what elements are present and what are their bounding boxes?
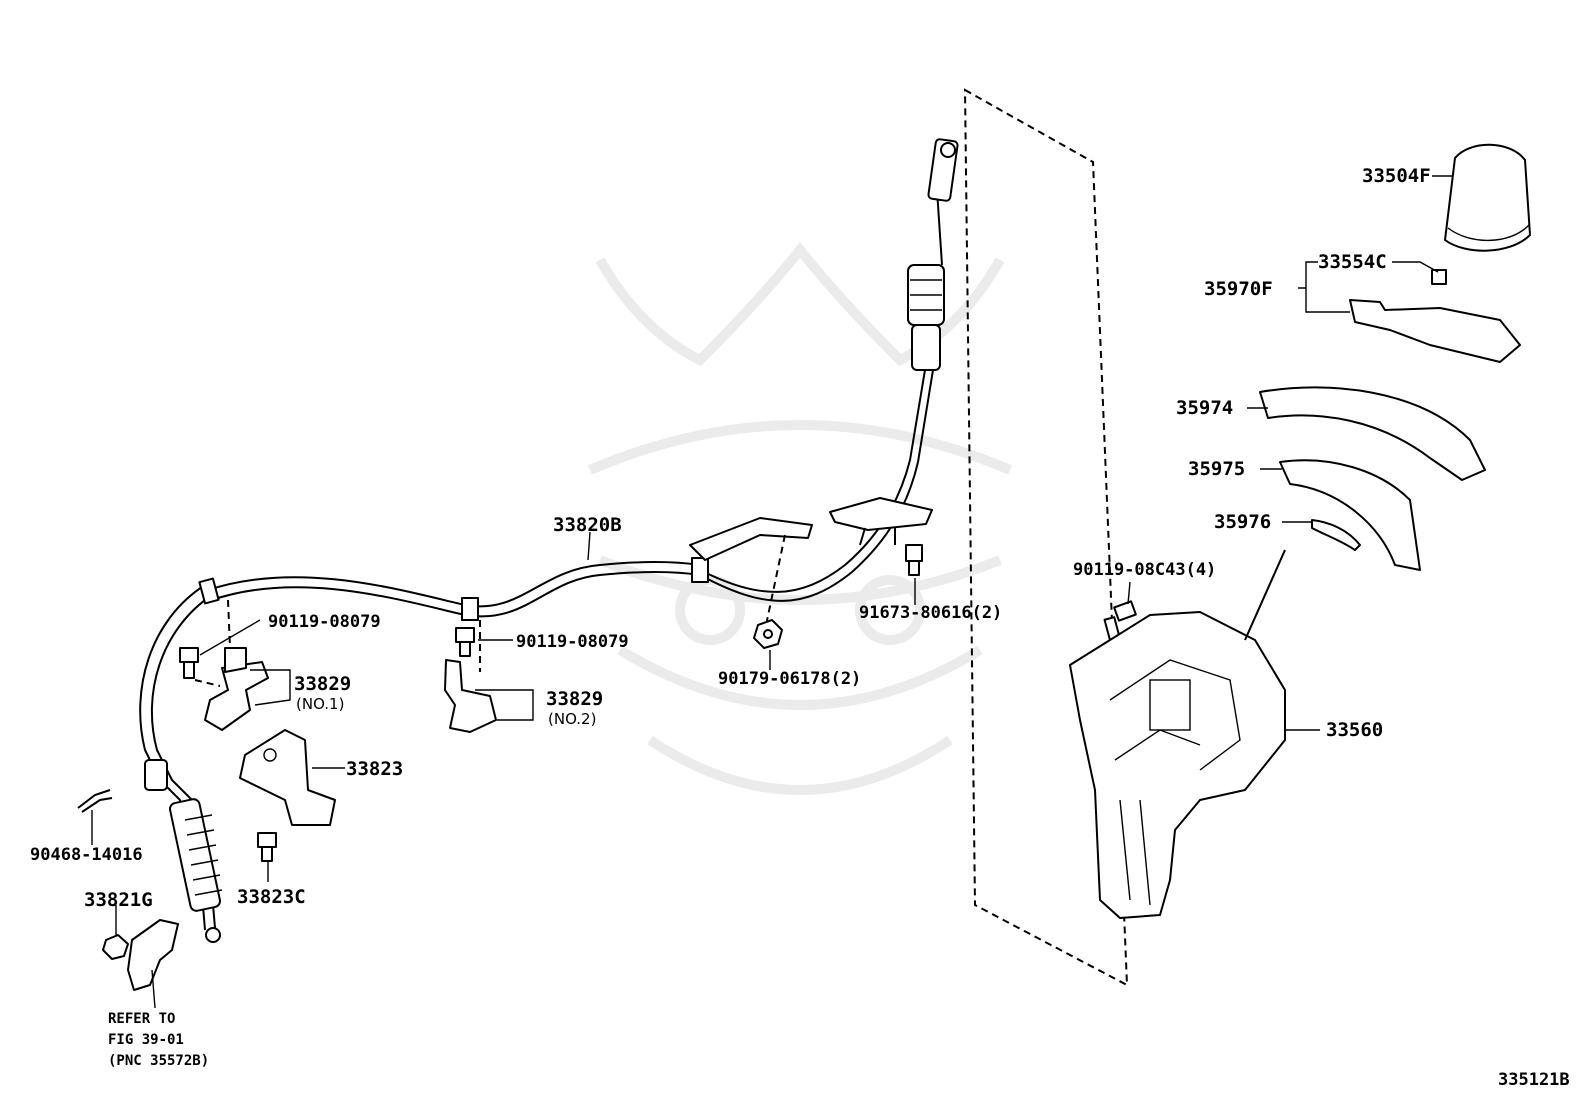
label-90119-08079-b: 90119-08079: [516, 632, 629, 652]
bolt-90119-08079-b[interactable]: [455, 627, 475, 657]
bolt-91673[interactable]: [905, 544, 923, 576]
cover-35976[interactable]: [1311, 519, 1361, 551]
switch-35970f[interactable]: [1349, 299, 1521, 363]
refer-line-3: (PNC 35572B): [108, 1053, 209, 1069]
lever-33821g[interactable]: [127, 919, 179, 991]
clip-90468[interactable]: [77, 789, 113, 813]
shift-knob-33504f[interactable]: [1444, 143, 1531, 252]
label-33829-no1: 33829: [294, 673, 351, 695]
label-33829-no2-sub: (NO.2): [548, 710, 596, 728]
cable-bracket-b[interactable]: [829, 497, 933, 531]
label-90119-08c43: 90119-08C43(4): [1073, 560, 1216, 580]
leader-dash-90179: [764, 534, 786, 631]
label-35976: 35976: [1214, 511, 1271, 533]
label-33504f: 33504F: [1362, 165, 1431, 187]
nut-90179[interactable]: [753, 619, 783, 649]
refer-line-1: REFER TO: [108, 1011, 175, 1027]
label-35974: 35974: [1176, 397, 1233, 419]
label-35970f: 35970F: [1204, 278, 1273, 300]
label-90179-06178: 90179-06178(2): [718, 669, 861, 689]
refer-line-2: FIG 39-01: [108, 1032, 184, 1048]
leader-lines: [91, 175, 1452, 1009]
label-33821g: 33821G: [84, 889, 153, 911]
label-33829-no2: 33829: [546, 688, 603, 710]
label-91673-80616: 91673-80616(2): [859, 603, 1002, 623]
label-90468-14016: 90468-14016: [30, 845, 143, 865]
cover-35975[interactable]: [1279, 459, 1421, 571]
bolt-90119-08079-a[interactable]: [179, 647, 199, 679]
label-33560: 33560: [1326, 719, 1383, 741]
watermark-logo: [588, 241, 1012, 795]
label-33554c: 33554C: [1318, 251, 1387, 273]
figure-id: 335121B: [1498, 1070, 1570, 1090]
label-35975: 35975: [1188, 458, 1245, 480]
bolt-33823c[interactable]: [257, 832, 277, 862]
label-33820b: 33820B: [553, 514, 622, 536]
label-33829-no1-sub: (NO.1): [296, 695, 344, 713]
label-33823c: 33823C: [237, 886, 306, 908]
clamp-33829-no1[interactable]: [204, 661, 269, 731]
cable-bracket-a[interactable]: [689, 517, 813, 561]
bracket-33823[interactable]: [239, 729, 336, 826]
assembly-boundary: [963, 88, 1129, 987]
cover-35974[interactable]: [1259, 386, 1486, 481]
nut-33821g[interactable]: [102, 934, 129, 960]
label-90119-08079-a: 90119-08079: [268, 612, 381, 632]
label-33823: 33823: [346, 758, 403, 780]
clamp-33829-no2[interactable]: [444, 659, 497, 733]
shift-lever-assembly-33560[interactable]: [1069, 549, 1286, 919]
clip-33554c[interactable]: [1431, 269, 1447, 285]
shift-cable[interactable]: [139, 138, 959, 943]
